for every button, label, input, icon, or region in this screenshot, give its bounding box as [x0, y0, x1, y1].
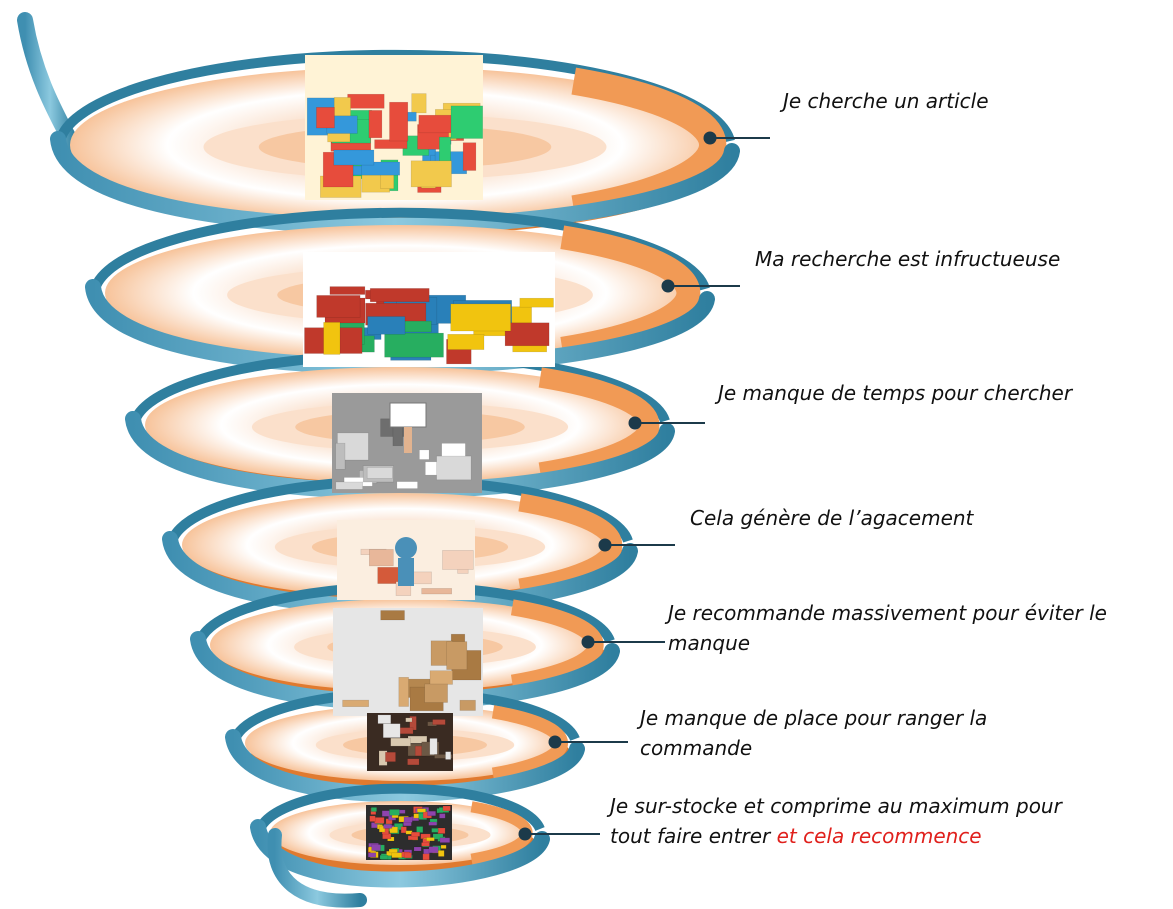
- ribbon-top-curl: [17, 12, 83, 158]
- step-label-5-line2: manque: [668, 631, 751, 655]
- ribbon-back-arc: [253, 783, 545, 843]
- step-label-3: Je manque de temps pour chercher: [718, 381, 1073, 405]
- connector-dot-4: [598, 538, 612, 552]
- connector-dot-5: [581, 635, 595, 649]
- connector-dot-1: [703, 131, 717, 145]
- step-label-4: Cela génère de l’agacement: [690, 506, 974, 530]
- step-label-1: Je cherche un article: [783, 89, 989, 113]
- step-label-7: Je sur-stocke et comprime au maximum pou…: [610, 791, 1062, 851]
- connector-dot-7: [518, 827, 532, 841]
- disk-rim-orange: [510, 599, 604, 691]
- recommence-highlight: et cela recommence: [776, 824, 982, 848]
- ribbon-front-arc: [225, 729, 585, 802]
- step-label-6-line2: commande: [640, 736, 753, 760]
- connector-dot-2: [661, 279, 675, 293]
- pile-of-books-illustration: [303, 252, 555, 367]
- disk-rim-orange: [538, 367, 660, 483]
- step-label-6: Je manque de place pour ranger la comman…: [640, 703, 987, 763]
- colorful-crowded-items-photo: [366, 805, 452, 861]
- angry-character-illustration: [337, 520, 475, 600]
- overfilled-cabinet-photo: [367, 713, 453, 771]
- disk-rim-orange: [560, 225, 701, 361]
- connector-dot-6: [548, 735, 562, 749]
- step-label-7-line2: tout faire entrer et cela recommence: [610, 824, 982, 848]
- cluttered-room-illustration: [305, 55, 484, 200]
- connector-dot-3: [628, 416, 642, 430]
- help-sign-in-paper-pile-photo: [332, 393, 482, 493]
- step-label-2: Ma recherche est infructueuse: [755, 247, 1061, 271]
- ribbon-tail: [267, 828, 367, 908]
- stacked-cardboard-boxes-photo: [333, 608, 483, 716]
- step-label-5: Je recommande massivement pour éviter le…: [668, 598, 1107, 658]
